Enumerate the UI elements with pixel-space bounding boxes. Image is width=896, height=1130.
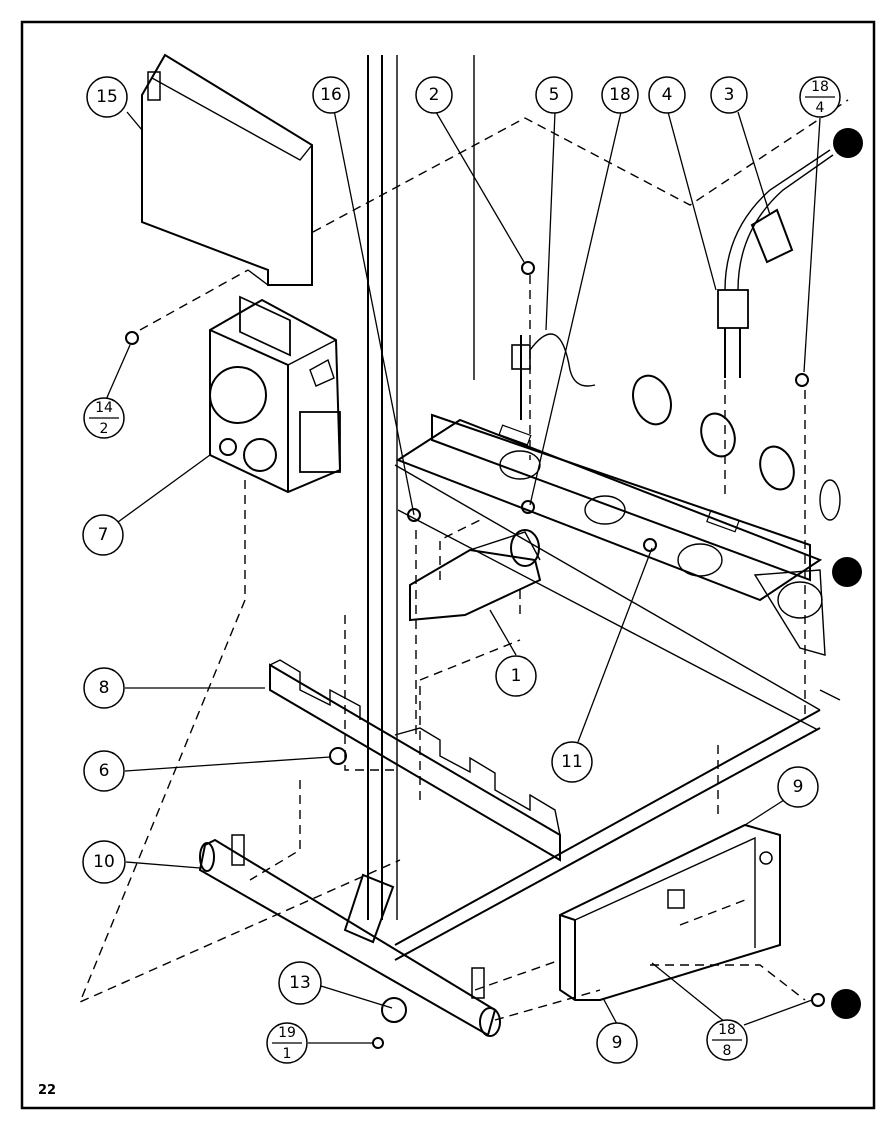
fraction-bottom: 2 [100, 421, 109, 437]
fraction-top: 19 [278, 1025, 296, 1041]
burner-assembly [395, 374, 841, 656]
callout-8: 8 [83, 667, 125, 709]
callout-label: 13 [289, 973, 311, 993]
fraction-bottom: 1 [283, 1046, 292, 1062]
part-4-ignitor [717, 149, 834, 378]
part-5-pilot [511, 333, 596, 420]
callout-4: 4 [648, 76, 686, 114]
callout-label: 7 [98, 525, 109, 545]
callout-6: 6 [83, 750, 125, 792]
callout-label: 15 [96, 87, 118, 107]
part-3-clip [750, 208, 794, 264]
callout-label: 16 [320, 85, 342, 105]
part-15-control-cover [141, 53, 313, 287]
callout-fraction-18-4: 184 [799, 76, 841, 118]
callout-15: 15 [86, 76, 128, 118]
callout-label: 9 [793, 777, 804, 797]
part-9-access-panel [559, 823, 781, 1001]
callout-label: 11 [561, 752, 583, 772]
fraction-bottom: 4 [816, 100, 825, 116]
reference-dot [833, 128, 863, 158]
callout-fraction-14-2: 142 [83, 397, 125, 439]
part-10-manifold-pipe [198, 834, 501, 1037]
callout-fraction-18-8: 188 [706, 1019, 748, 1061]
callout-10: 10 [82, 840, 126, 884]
callout-label: 5 [549, 85, 560, 105]
callout-label: 2 [429, 85, 440, 105]
fasteners [125, 261, 825, 1049]
callout-11: 11 [551, 741, 593, 783]
leader-lines [104, 109, 821, 1044]
callout-label: 3 [724, 85, 735, 105]
fraction-bottom: 8 [723, 1043, 732, 1059]
reference-dot [831, 989, 861, 1019]
callout-1: 1 [495, 655, 537, 697]
fraction-top: 18 [811, 79, 829, 95]
callout-label: 4 [662, 85, 673, 105]
callout-label: 9 [612, 1033, 623, 1053]
part-8-burner-bracket [269, 659, 561, 862]
fraction-top: 18 [718, 1022, 736, 1038]
cabinet-frame [367, 55, 841, 961]
part-7-gas-valve [209, 295, 342, 494]
fraction-top: 14 [95, 400, 113, 416]
callout-13: 13 [278, 961, 322, 1005]
callout-7: 7 [82, 514, 124, 556]
page-number: 22 [38, 1083, 57, 1098]
callout-label: 18 [609, 85, 631, 105]
assembly-dashed-lines [78, 99, 849, 1021]
callout-3: 3 [710, 76, 748, 114]
callout-16: 16 [312, 76, 350, 114]
callout-fraction-19-1: 191 [266, 1022, 308, 1064]
callout-label: 10 [93, 852, 115, 872]
page-border [20, 20, 876, 1110]
part-1-pilot-bracket [409, 529, 542, 622]
callout-label: 8 [99, 678, 110, 698]
callout-label: 1 [511, 666, 522, 686]
callout-label: 6 [99, 761, 110, 781]
callout-5: 5 [535, 76, 573, 114]
callout-18: 18 [601, 76, 639, 114]
callout-9-upper: 9 [777, 766, 819, 808]
callout-9-lower: 9 [596, 1022, 638, 1064]
reference-dot [832, 557, 862, 587]
callout-2: 2 [415, 76, 453, 114]
